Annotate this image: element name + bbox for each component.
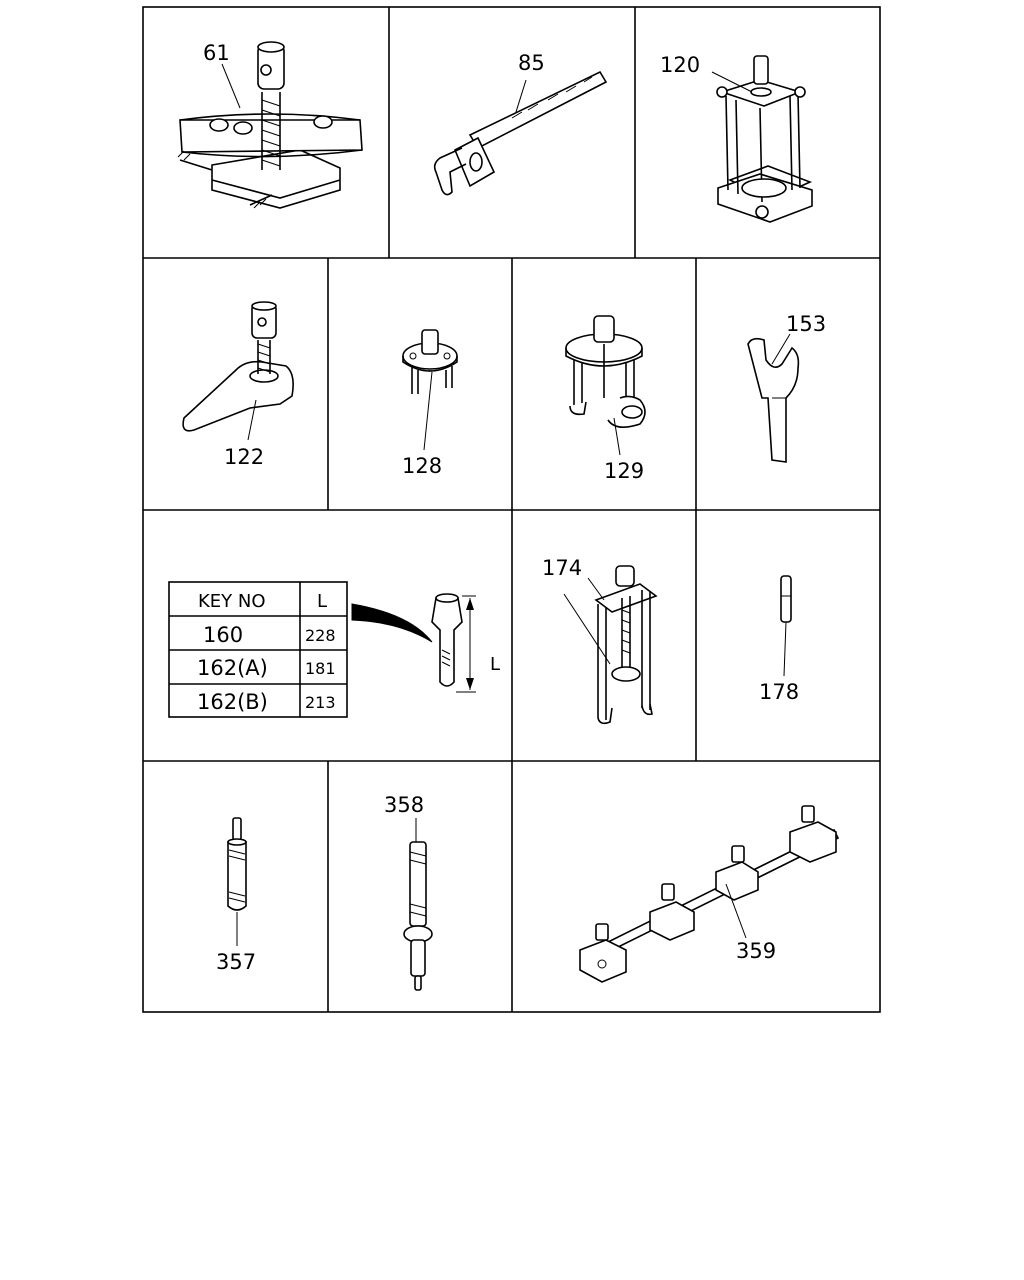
callout-129: 129 bbox=[604, 459, 644, 483]
callout-85: 85 bbox=[518, 51, 545, 75]
callout-174: 174 bbox=[542, 556, 582, 580]
table-header-key: KEY NO bbox=[198, 591, 266, 612]
table-row-len: 213 bbox=[305, 693, 336, 712]
table-header-len: L bbox=[317, 591, 327, 612]
grid-frame bbox=[142, 6, 881, 1013]
part-61-illustration bbox=[177, 41, 363, 209]
part-358-illustration bbox=[403, 818, 433, 991]
callout-178: 178 bbox=[759, 680, 799, 704]
table-row-key: 162(A) bbox=[197, 656, 268, 680]
part-160-162-illustration bbox=[431, 593, 463, 687]
callout-359: 359 bbox=[736, 939, 776, 963]
length-table bbox=[168, 581, 348, 718]
dimension-arrow bbox=[456, 595, 476, 693]
callout-128: 128 bbox=[402, 454, 442, 478]
part-357-illustration bbox=[227, 817, 247, 946]
callout-120: 120 bbox=[660, 53, 700, 77]
callout-61: 61 bbox=[203, 41, 230, 65]
part-129-illustration bbox=[565, 315, 646, 456]
part-178-illustration bbox=[780, 575, 792, 677]
part-174-illustration bbox=[563, 565, 658, 725]
part-128-illustration bbox=[402, 329, 458, 451]
table-row-key: 162(B) bbox=[197, 690, 268, 714]
callout-357: 357 bbox=[216, 950, 256, 974]
part-85-illustration bbox=[433, 70, 608, 196]
table-pointer bbox=[351, 603, 433, 643]
table-row-key: 160 bbox=[203, 623, 243, 647]
callout-122: 122 bbox=[224, 445, 264, 469]
callout-358: 358 bbox=[384, 793, 424, 817]
dimension-label: L bbox=[490, 654, 500, 675]
part-153-illustration bbox=[747, 333, 800, 463]
part-120-illustration bbox=[711, 55, 813, 223]
table-row-len: 228 bbox=[305, 626, 336, 645]
part-359-illustration bbox=[579, 805, 840, 983]
callout-153: 153 bbox=[786, 312, 826, 336]
table-row-len: 181 bbox=[305, 659, 336, 678]
part-122-illustration bbox=[182, 301, 294, 441]
